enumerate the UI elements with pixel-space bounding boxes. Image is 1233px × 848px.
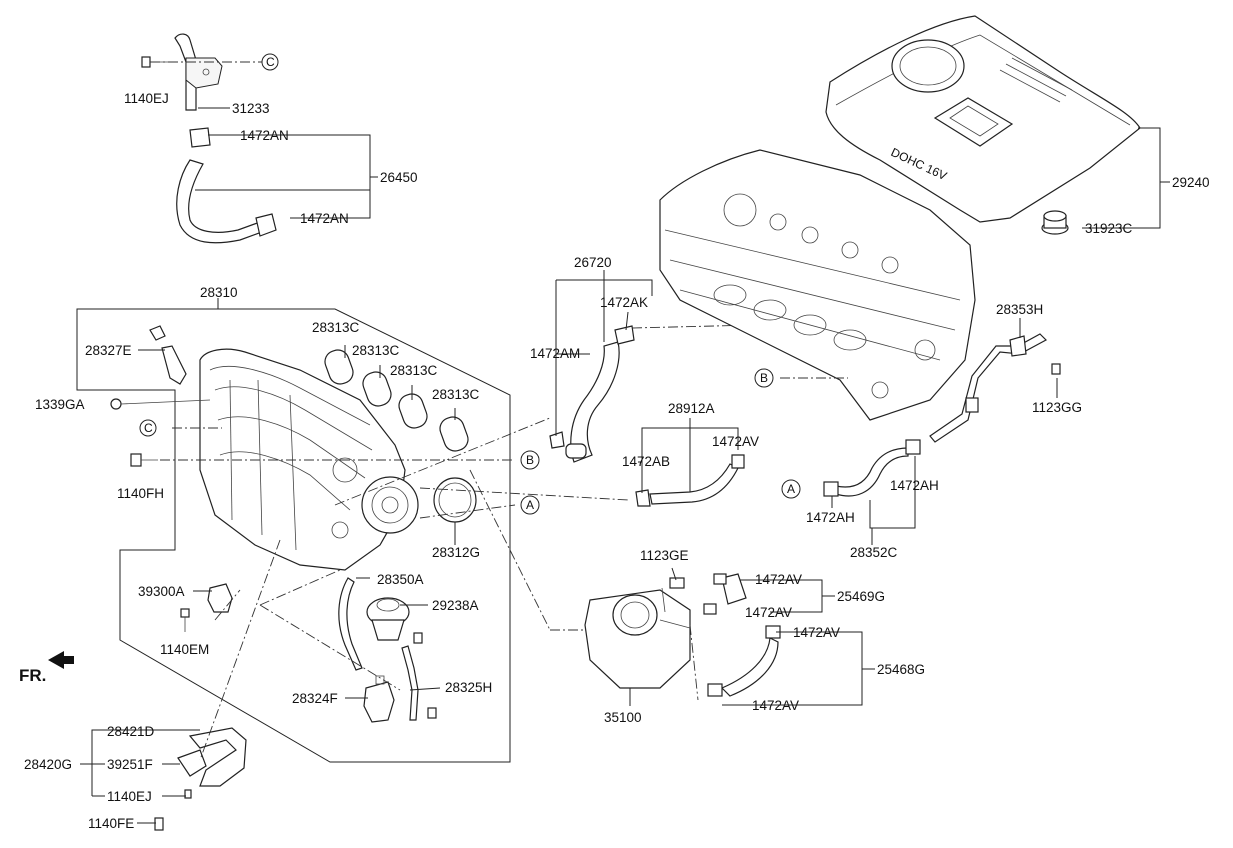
label-1140EM: 1140EM [160,642,209,657]
label-31923C: 31923C [1085,221,1133,236]
label-28912A: 28912A [668,401,715,416]
connector-a-right: A [781,479,801,499]
pipe-31233 [174,33,223,111]
sensor-28327E [149,325,187,385]
hose-28352C [823,439,921,497]
connector-b-left: B [520,450,540,470]
label-1472AB: 1472AB [622,454,670,469]
label-1472AH-b: 1472AH [806,510,855,525]
connector-c-left: C [139,419,157,437]
svg-text:C: C [144,421,153,435]
label-28325H: 28325H [445,680,492,695]
svg-text:C: C [266,55,275,69]
bracket-28421D [154,727,247,831]
svg-text:B: B [760,371,768,385]
engine-cover-29240: DOHC 16V [825,15,1141,223]
label-28353H: 28353H [996,302,1043,317]
label-1140FH: 1140FH [117,486,164,501]
label-28420G: 28420G [24,757,72,772]
label-28421D: 28421D [107,724,155,739]
label-28313C-4: 28313C [432,387,480,402]
label-1472AV-a: 1472AV [712,434,759,449]
cylinder-head [659,149,976,421]
label-29238A: 29238A [432,598,479,613]
solenoid-28324F [363,675,395,723]
label-1140FE: 1140FE [88,816,134,831]
label-28350A: 28350A [377,572,424,587]
label-1472AM: 1472AM [530,346,580,361]
actuator-29238A [366,597,423,644]
label-28313C-3: 28313C [390,363,438,378]
hose-25468G [707,625,781,697]
label-1472AN-top: 1472AN [240,128,289,143]
hose-26450 [176,127,277,244]
label-1472AH-a: 1472AH [890,478,939,493]
oil-filler-cap-31923C [1041,210,1069,235]
hose-26720 [549,325,635,463]
label-29240: 29240 [1172,175,1210,190]
connector-c-top: C [261,53,279,71]
hose-28912A [635,454,745,507]
hose-28350A [338,577,363,671]
bolt-1140FH [130,453,158,467]
hose-25469G [703,573,747,615]
label-28327E: 28327E [85,343,132,358]
label-1339GA: 1339GA [35,397,85,412]
label-1472AV-d: 1472AV [793,625,840,640]
label-1472AN-bot: 1472AN [300,211,349,226]
label-1472AV-c: 1472AV [745,605,792,620]
bolt-1339GA [110,398,211,410]
label-1123GE: 1123GE [640,548,689,563]
label-28312G: 28312G [432,545,480,560]
intake-manifold-28310 [199,348,419,571]
label-1472AV-e: 1472AV [752,698,799,713]
label-28313C-2: 28313C [352,343,400,358]
label-25469G: 25469G [837,589,885,604]
throttle-body-35100 [584,577,691,689]
label-1140EJ-top: 1140EJ [124,91,169,106]
label-31233: 31233 [232,101,270,116]
label-1472AK: 1472AK [600,295,648,310]
gasket-28313C-set [324,349,469,452]
connector-a-left: A [520,495,540,515]
label-35100: 35100 [604,710,642,725]
hose-28325H [401,645,419,721]
label-1140EJ-bot: 1140EJ [107,789,152,804]
label-28352C: 28352C [850,545,898,560]
label-28313C-1: 28313C [312,320,360,335]
label-1472AV-b: 1472AV [755,572,802,587]
label-39300A: 39300A [138,584,185,599]
svg-text:A: A [526,498,534,512]
label-28324F: 28324F [292,691,338,706]
pipe-28353H [929,333,1061,443]
label-26720: 26720 [574,255,612,270]
label-26450: 26450 [380,170,418,185]
svg-text:A: A [787,482,795,496]
front-label: FR. [19,666,46,685]
svg-text:B: B [526,453,534,467]
front-direction-arrow: FR. [19,651,74,685]
label-39251F: 39251F [107,757,153,772]
label-25468G: 25468G [877,662,925,677]
sensor-39300A [180,583,233,632]
label-1123GG: 1123GG [1032,400,1082,415]
connector-b-right: B [754,368,774,388]
label-28310: 28310 [200,285,238,300]
